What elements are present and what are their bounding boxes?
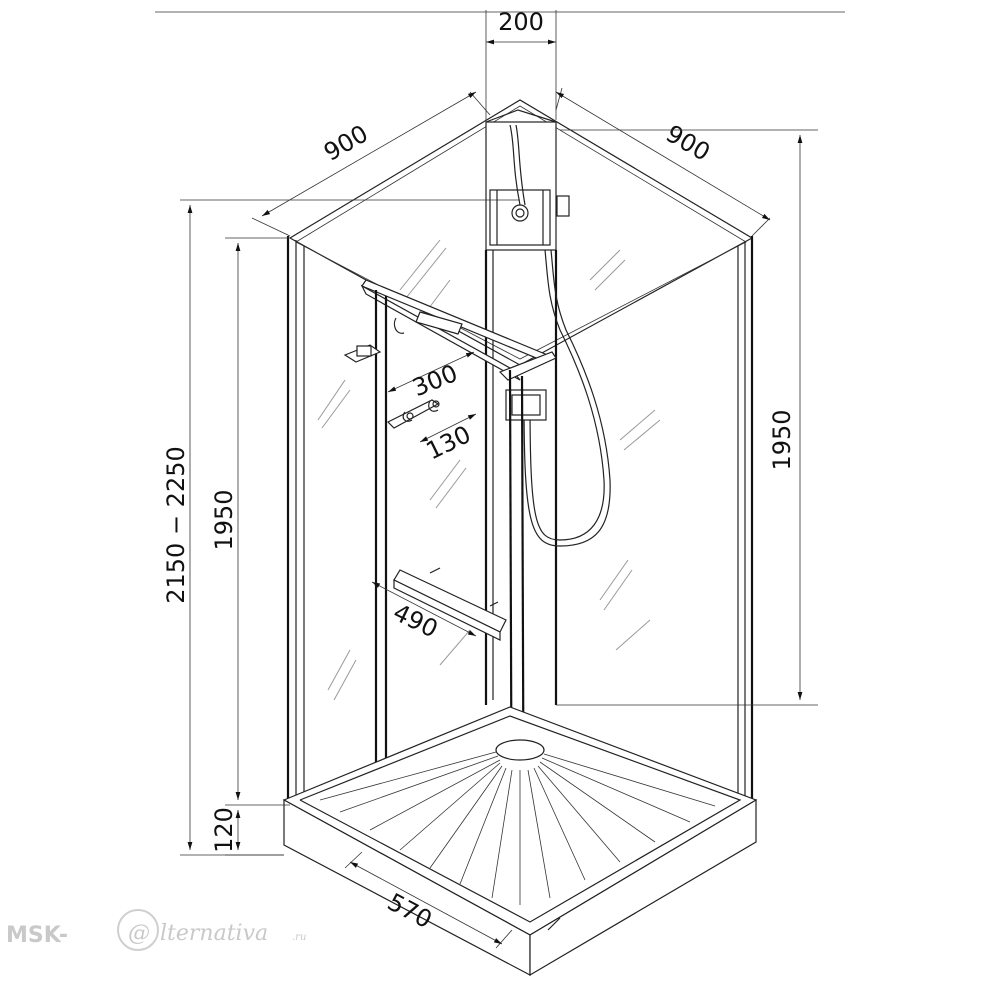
watermark-brand-right: lternativa	[160, 921, 268, 946]
shower-tray	[282, 706, 758, 977]
hook-rail	[386, 399, 440, 429]
dim-label-hook-rail: 130	[422, 420, 475, 465]
dimension-door-width	[344, 851, 513, 949]
dim-label-tray-height: 120	[210, 807, 238, 853]
dimension-right-height	[556, 129, 818, 706]
door-frame	[360, 279, 557, 926]
dim-label-right-height: 1950	[768, 409, 796, 470]
dimension-lower-shelf	[371, 581, 477, 637]
watermark-brand-tld: .ru	[292, 932, 306, 943]
right-glass-panel	[589, 236, 754, 812]
dimension-top-shelf	[387, 351, 475, 393]
dimension-right-depth	[555, 87, 771, 237]
shower-column	[484, 109, 611, 705]
watermark-brand-left: MSK-	[6, 923, 68, 948]
left-glass-panel	[286, 236, 357, 808]
dimension-tray-height	[225, 810, 284, 856]
dimension-hook-rail	[419, 413, 477, 443]
top-shelf	[343, 311, 463, 363]
dimension-left-depth	[251, 91, 491, 237]
watermark-brand-at: @	[128, 921, 150, 946]
dim-label-left-height: 1950	[210, 489, 238, 550]
dim-label-total-height: 2150 − 2250	[162, 446, 190, 604]
dim-label-left-depth: 900	[319, 119, 373, 166]
dim-label-top-shelf: 300	[409, 359, 462, 402]
dim-label-column-width: 200	[498, 8, 544, 36]
watermark-logo: MSK- @ lternativa .ru	[6, 909, 306, 951]
dimension-left-height	[225, 237, 290, 806]
